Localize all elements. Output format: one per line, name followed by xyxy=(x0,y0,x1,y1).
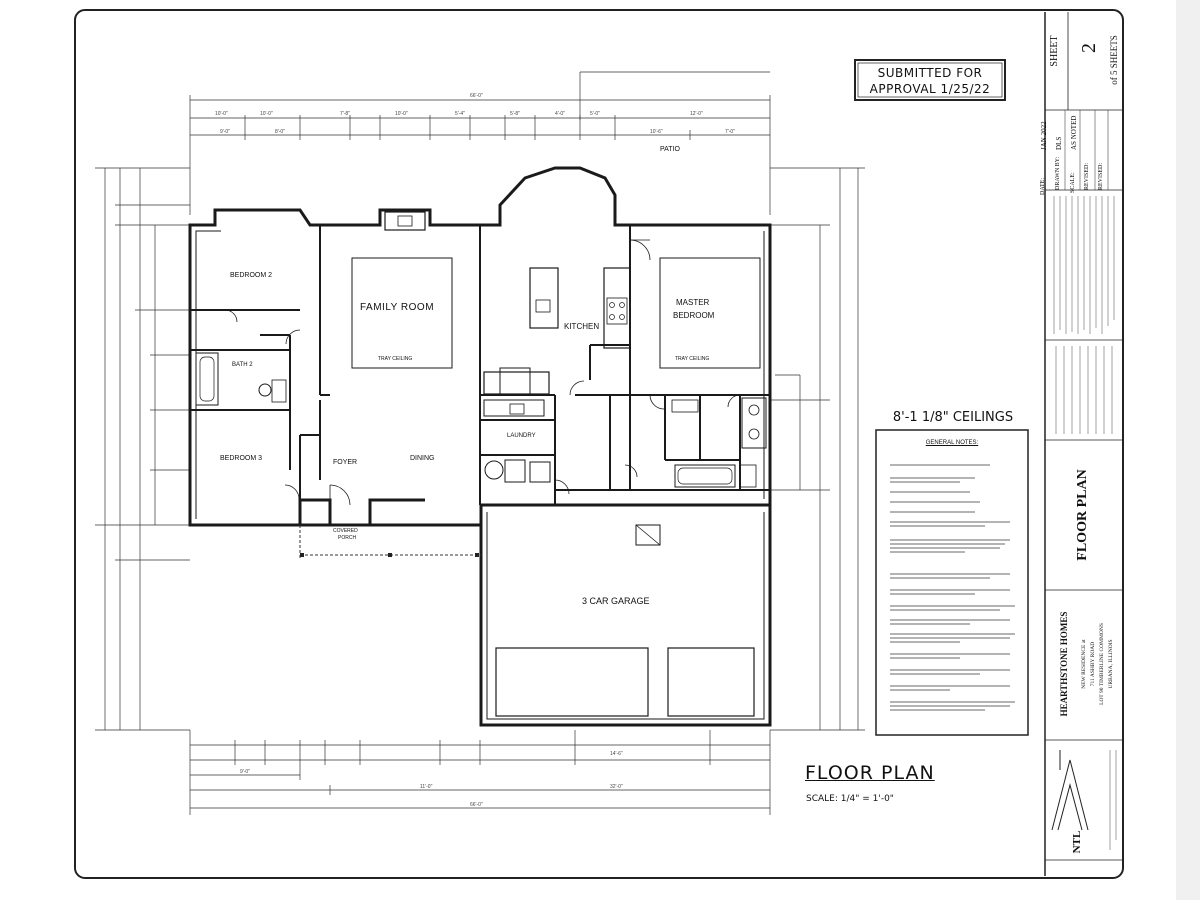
screenshot-edge-strip xyxy=(1176,0,1200,900)
scale-value: AS NOTED xyxy=(1070,115,1078,150)
svg-text:10'-6": 10'-6" xyxy=(650,129,663,135)
general-notes-box xyxy=(875,429,1029,736)
general-notes-lines xyxy=(890,464,1015,711)
logo-house-icon xyxy=(1051,750,1089,831)
project-line3: LOT 90 TIMBERLINE COMMONS xyxy=(1099,623,1105,705)
garage-door-left xyxy=(495,647,649,717)
general-notes-title: GENERAL NOTES: xyxy=(925,440,979,446)
kitchen-counter xyxy=(603,267,631,349)
date-value: JAN 2022 xyxy=(1040,121,1048,150)
sheet-border xyxy=(74,9,1124,879)
svg-text:5'-0": 5'-0" xyxy=(590,111,600,117)
project-line4: URBANA, ILLINOIS xyxy=(1108,639,1114,689)
svg-text:12'-0": 12'-0" xyxy=(690,111,703,117)
svg-text:66'-0": 66'-0" xyxy=(470,93,483,99)
project-line1: NEW RESIDENCE at xyxy=(1081,639,1087,689)
bath2-tub xyxy=(195,352,219,406)
label-porch: PORCH xyxy=(338,535,357,541)
label-family-tray-ceiling: TRAY CEILING xyxy=(378,356,413,362)
svg-text:14'-6": 14'-6" xyxy=(610,751,623,757)
dimension-labels: 66'-0" 10'-0" 10'-0" 7'-8" 10'-0" 5'-4" … xyxy=(215,93,735,808)
door-swings xyxy=(224,239,741,506)
label-family-room: FAMILY ROOM xyxy=(360,302,435,313)
sheet-of: of 5 SHEETS xyxy=(1109,35,1119,85)
title-block-sheet-title: FLOOR PLAN xyxy=(1075,469,1090,561)
label-kitchen: KITCHEN xyxy=(564,322,600,331)
drawn-value: DLS xyxy=(1055,136,1063,150)
dimension-lines xyxy=(95,71,865,815)
label-covered: COVERED xyxy=(333,528,358,534)
revised-label-1: REVISED: xyxy=(1084,163,1090,190)
svg-text:32'-0": 32'-0" xyxy=(610,784,623,790)
company-name: HEARTHSTONE HOMES xyxy=(1059,611,1069,717)
logo-text: NTL xyxy=(1071,830,1083,854)
label-master-tray-ceiling: TRAY CEILING xyxy=(675,356,710,362)
label-patio: PATIO xyxy=(660,146,680,153)
garage-door-right xyxy=(667,647,755,717)
svg-text:10'-0": 10'-0" xyxy=(395,111,408,117)
svg-text:8'-0": 8'-0" xyxy=(275,129,285,135)
label-laundry: LAUNDRY xyxy=(507,433,536,439)
scale-label: SCALE: xyxy=(1070,172,1076,193)
label-dining: DINING xyxy=(410,455,435,462)
submitted-stamp-box xyxy=(854,59,1006,101)
revised-label-2: REVISED: xyxy=(1098,163,1104,190)
interior-walls xyxy=(190,225,770,505)
project-line2: 711 ASHBY ROAD xyxy=(1090,641,1096,687)
exterior-walls xyxy=(188,166,772,727)
svg-text:66'-0": 66'-0" xyxy=(470,802,483,808)
svg-text:5'-8": 5'-8" xyxy=(510,111,520,117)
label-master-bedroom: BEDROOM xyxy=(673,311,715,320)
stamp-line2: APPROVAL 1/25/22 xyxy=(869,82,991,96)
date-label: DATE: xyxy=(1040,178,1046,195)
label-bedroom3: BEDROOM 3 xyxy=(220,455,263,462)
svg-text:9'-0": 9'-0" xyxy=(220,129,230,135)
svg-text:7'-0": 7'-0" xyxy=(725,129,735,135)
label-foyer: FOYER xyxy=(333,459,358,466)
svg-text:9'-0": 9'-0" xyxy=(240,769,250,775)
svg-text:11'-0": 11'-0" xyxy=(420,784,433,790)
master-shower xyxy=(674,464,736,488)
ceilings-note: 8'-1 1/8" CEILINGS xyxy=(892,410,1014,425)
label-garage: 3 CAR GARAGE xyxy=(582,596,650,606)
fireplace xyxy=(384,211,426,231)
svg-text:7'-8": 7'-8" xyxy=(340,111,350,117)
sheet-label: SHEET xyxy=(1049,35,1060,67)
label-master: MASTER xyxy=(676,298,710,307)
kitchen-island xyxy=(529,267,559,329)
drawing-scale: SCALE: 1/4" = 1'-0" xyxy=(806,794,894,804)
label-bedroom2: BEDROOM 2 xyxy=(230,272,273,279)
bath2-sink xyxy=(258,383,272,397)
svg-text:5'-4": 5'-4" xyxy=(455,111,465,117)
sheet-number: 2 xyxy=(1078,43,1100,53)
svg-text:10'-0": 10'-0" xyxy=(215,111,228,117)
drawing-title: FLOOR PLAN xyxy=(805,762,935,784)
master-vanity xyxy=(741,397,767,449)
master-tray-ceiling xyxy=(659,257,761,369)
stamp-line1: SUBMITTED FOR xyxy=(877,66,983,80)
family-room-tray-ceiling xyxy=(351,257,453,369)
drawn-label: DRAWN BY: xyxy=(1055,156,1061,190)
washer xyxy=(484,460,504,480)
svg-text:4'-0": 4'-0" xyxy=(555,111,565,117)
label-bath2: BATH 2 xyxy=(232,362,253,368)
svg-text:10'-0": 10'-0" xyxy=(260,111,273,117)
